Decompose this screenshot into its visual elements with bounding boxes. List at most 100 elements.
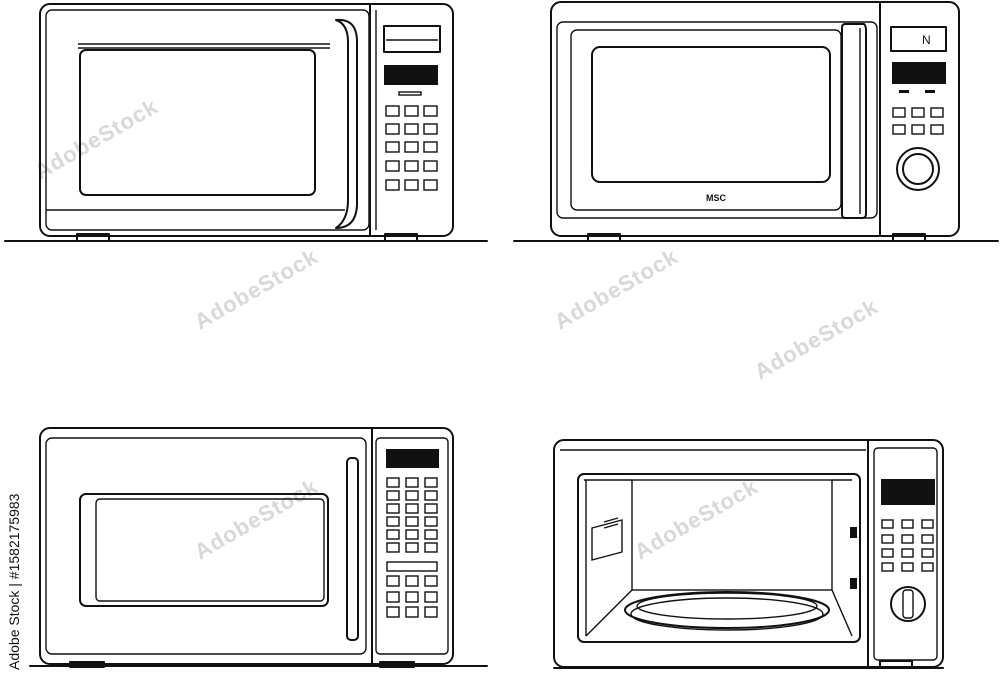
keypad-button: [911, 107, 925, 118]
indicator-dash: [899, 90, 909, 93]
keypad-button: [881, 519, 894, 529]
keypad-button: [901, 562, 914, 572]
door-handle: [335, 18, 358, 229]
door-frame: [556, 21, 878, 219]
keypad-button: [385, 179, 400, 191]
door-window: [591, 46, 831, 183]
dial-knob: [896, 147, 940, 191]
waveguide-cover: [591, 519, 623, 561]
dial-knob-inner: [902, 153, 934, 185]
indicator-slot: [398, 91, 422, 96]
microwave-door-open: [553, 439, 944, 669]
watermark-text: AdobeStock: [190, 473, 322, 564]
keypad-button: [385, 105, 400, 117]
digital-display: [384, 65, 438, 85]
keypad-button: [386, 503, 400, 514]
keypad-button: [901, 548, 914, 558]
keypad-button: [424, 490, 438, 501]
label-window: [890, 26, 947, 52]
keypad-button: [881, 534, 894, 544]
keypad-button: [881, 562, 894, 572]
watermark-text: AdobeStock: [30, 93, 162, 184]
body-outline: [550, 1, 960, 237]
digital-display: [881, 479, 935, 505]
keypad-button: [386, 575, 400, 587]
keypad-button: [405, 490, 419, 501]
foot: [892, 233, 926, 242]
door-window: [79, 49, 316, 196]
microwave-dial-handle: MSC N: [513, 1, 999, 242]
keypad-button: [405, 477, 419, 488]
keypad-button: [405, 542, 419, 553]
body-inner: [45, 9, 370, 231]
keypad-button: [424, 591, 438, 603]
door-latch: [850, 527, 857, 538]
body-outline: [39, 3, 454, 237]
keypad-button: [404, 141, 419, 153]
keypad-button: [385, 141, 400, 153]
keypad-button: [424, 529, 438, 540]
keypad-button: [386, 477, 400, 488]
keypad-button: [423, 160, 438, 172]
keypad-button: [386, 516, 400, 527]
indicator-dash: [925, 90, 935, 93]
cavity-frame: [577, 473, 861, 643]
keypad-button: [385, 160, 400, 172]
keypad-button: [892, 107, 906, 118]
door-handle: [841, 23, 867, 219]
watermark-text: AdobeStock: [630, 473, 762, 564]
keypad-button: [424, 542, 438, 553]
foot: [76, 233, 110, 242]
door-window-outer: [79, 493, 329, 607]
keypad-button: [386, 591, 400, 603]
keypad-button: [424, 575, 438, 587]
keypad-button: [921, 534, 934, 544]
keypad-button: [423, 179, 438, 191]
keypad-button: [921, 519, 934, 529]
keypad-button: [405, 503, 419, 514]
display-glyph: N: [922, 33, 931, 47]
cavity-back-wall: [631, 479, 833, 591]
keypad-button: [424, 477, 438, 488]
control-panel: [375, 437, 449, 655]
keypad-button: [424, 516, 438, 527]
keypad-button: [921, 562, 934, 572]
body-outline: [39, 427, 454, 665]
turntable: [624, 591, 830, 629]
foot: [879, 660, 913, 668]
door-latch: [850, 578, 857, 589]
keypad: [881, 519, 934, 572]
keypad-button: [386, 542, 400, 553]
keypad-button: [892, 124, 906, 135]
watermark-text: AdobeStock: [190, 243, 322, 334]
watermark-text: AdobeStock: [750, 293, 882, 384]
digital-display: [386, 449, 439, 468]
keypad-wide-button: [386, 561, 438, 572]
microwave-keypad-open-window: [4, 3, 488, 242]
keypad: [892, 107, 944, 135]
watermark-text: AdobeStock: [550, 243, 682, 334]
keypad: [386, 477, 438, 618]
keypad-button: [386, 606, 400, 618]
microwave-tall-keypad: [29, 427, 488, 668]
keypad-button: [405, 606, 419, 618]
keypad-button: [404, 179, 419, 191]
keypad-button: [404, 123, 419, 135]
keypad-button: [424, 606, 438, 618]
dial-knob: [890, 586, 926, 622]
cavity-edge: [831, 589, 853, 637]
keypad-button: [423, 141, 438, 153]
keypad-button: [930, 107, 944, 118]
brand-label: MSC: [706, 193, 727, 203]
door-frame: [45, 437, 367, 655]
keypad-button: [385, 123, 400, 135]
turntable-inner: [636, 592, 818, 620]
keypad-button: [405, 575, 419, 587]
digital-display: [892, 62, 946, 84]
keypad-button: [901, 519, 914, 529]
vent-slot: [603, 523, 619, 529]
keypad: [385, 105, 438, 191]
cavity-edge: [585, 589, 633, 637]
keypad-button: [930, 124, 944, 135]
